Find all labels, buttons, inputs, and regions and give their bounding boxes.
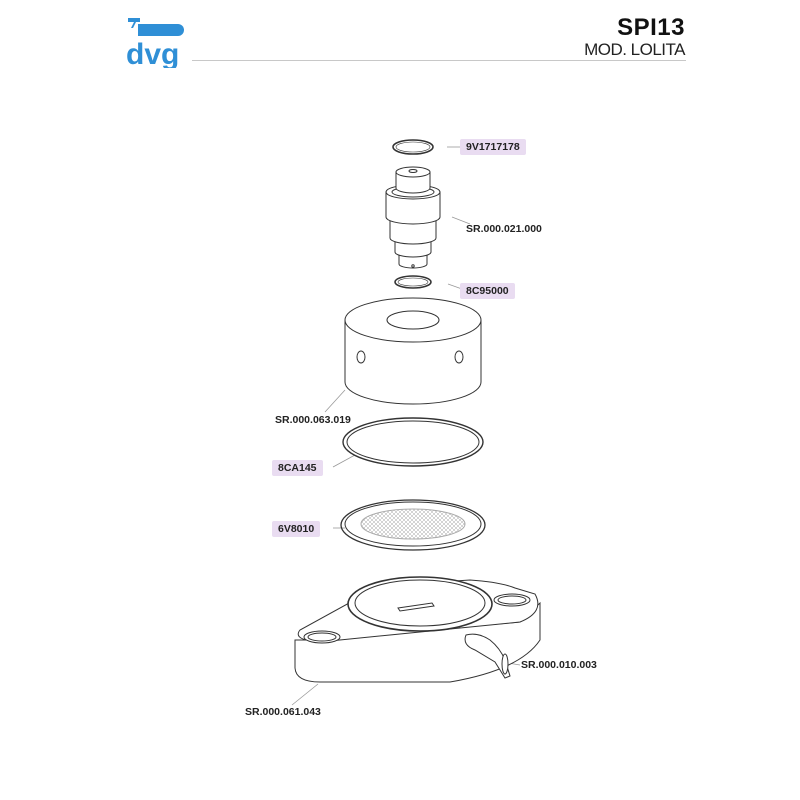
dvg-logo: dvg bbox=[124, 14, 188, 71]
group-head-SR.000.063.019 bbox=[344, 297, 482, 405]
part-label-SR.000.010.003[interactable]: SR.000.010.003 bbox=[521, 659, 597, 671]
part-label-8CA145[interactable]: 8CA145 bbox=[272, 460, 323, 476]
svg-text:dvg: dvg bbox=[126, 38, 179, 68]
part-label-6V8010[interactable]: 6V8010 bbox=[272, 521, 321, 537]
spout-SR.000.010.003 bbox=[464, 633, 511, 679]
part-label-SR.000.061.043[interactable]: SR.000.061.043 bbox=[245, 706, 321, 718]
o-ring-9V1717178 bbox=[392, 139, 434, 155]
o-ring-8C95000 bbox=[394, 275, 432, 289]
part-label-9V1717178[interactable]: 9V1717178 bbox=[460, 139, 526, 155]
model-name: MOD. LOLITA bbox=[584, 40, 685, 59]
leader-lines bbox=[291, 146, 521, 706]
valve-SR.000.021.000 bbox=[385, 166, 441, 269]
part-label-8C95000[interactable]: 8C95000 bbox=[460, 283, 515, 299]
base-SR.000.061.043 bbox=[294, 576, 541, 683]
part-label-SR.000.063.019[interactable]: SR.000.063.019 bbox=[275, 414, 351, 426]
header-divider bbox=[192, 60, 686, 61]
gasket-8CA145 bbox=[342, 417, 484, 467]
shower-screen-6V8010 bbox=[340, 499, 486, 551]
part-code-title: SPI13 bbox=[617, 14, 685, 41]
part-label-SR.000.021.000[interactable]: SR.000.021.000 bbox=[466, 223, 542, 235]
